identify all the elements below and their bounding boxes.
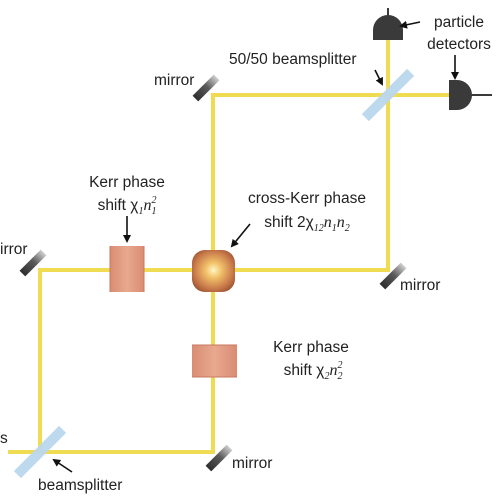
crosskerr-label-line1: cross-Kerr phase	[248, 190, 366, 207]
arrow-crosskerr	[230, 223, 251, 248]
mirror-right-label: mirror	[400, 277, 440, 294]
kerr1-label-line1: Kerr phase	[89, 174, 165, 191]
arrow-beamsplitter	[52, 458, 73, 473]
arrow-bs5050	[374, 69, 383, 86]
kerr2-label-line2: shift χ2n22	[284, 360, 343, 382]
beamsplitter-5050	[361, 68, 415, 122]
kerr2-label-line1: Kerr phase	[273, 339, 349, 356]
arrow-detectors-top	[399, 20, 421, 29]
mirror-right	[379, 262, 407, 290]
crosskerr-label-line2: shift 2χ12n1n2	[264, 214, 350, 234]
detector-top	[373, 8, 403, 40]
mirror-left-label: irror	[0, 241, 28, 258]
mirror-top-left	[192, 74, 220, 102]
detectors-label-line1: particle	[434, 14, 484, 31]
mirror-top-left-label: mirror	[154, 72, 194, 89]
beamsplitter-lower	[13, 425, 67, 479]
left-edge-fragment: s	[0, 430, 8, 447]
annotation-arrows	[52, 20, 459, 473]
detectors-label-line2: detectors	[427, 36, 491, 53]
kerr-cell-1	[109, 246, 145, 292]
kerr1-label-line2: shift χ1n12	[98, 195, 157, 217]
bs5050-label: 50/50 beamsplitter	[229, 51, 357, 68]
mirror-left	[19, 249, 47, 277]
kerr-cell-2	[192, 344, 237, 378]
beamsplitter-label: beamsplitter	[38, 477, 122, 494]
mirror-bottom-label: mirror	[232, 455, 272, 472]
mirror-bottom	[205, 444, 233, 472]
detector-right	[449, 80, 492, 110]
cross-kerr-element	[192, 250, 235, 292]
